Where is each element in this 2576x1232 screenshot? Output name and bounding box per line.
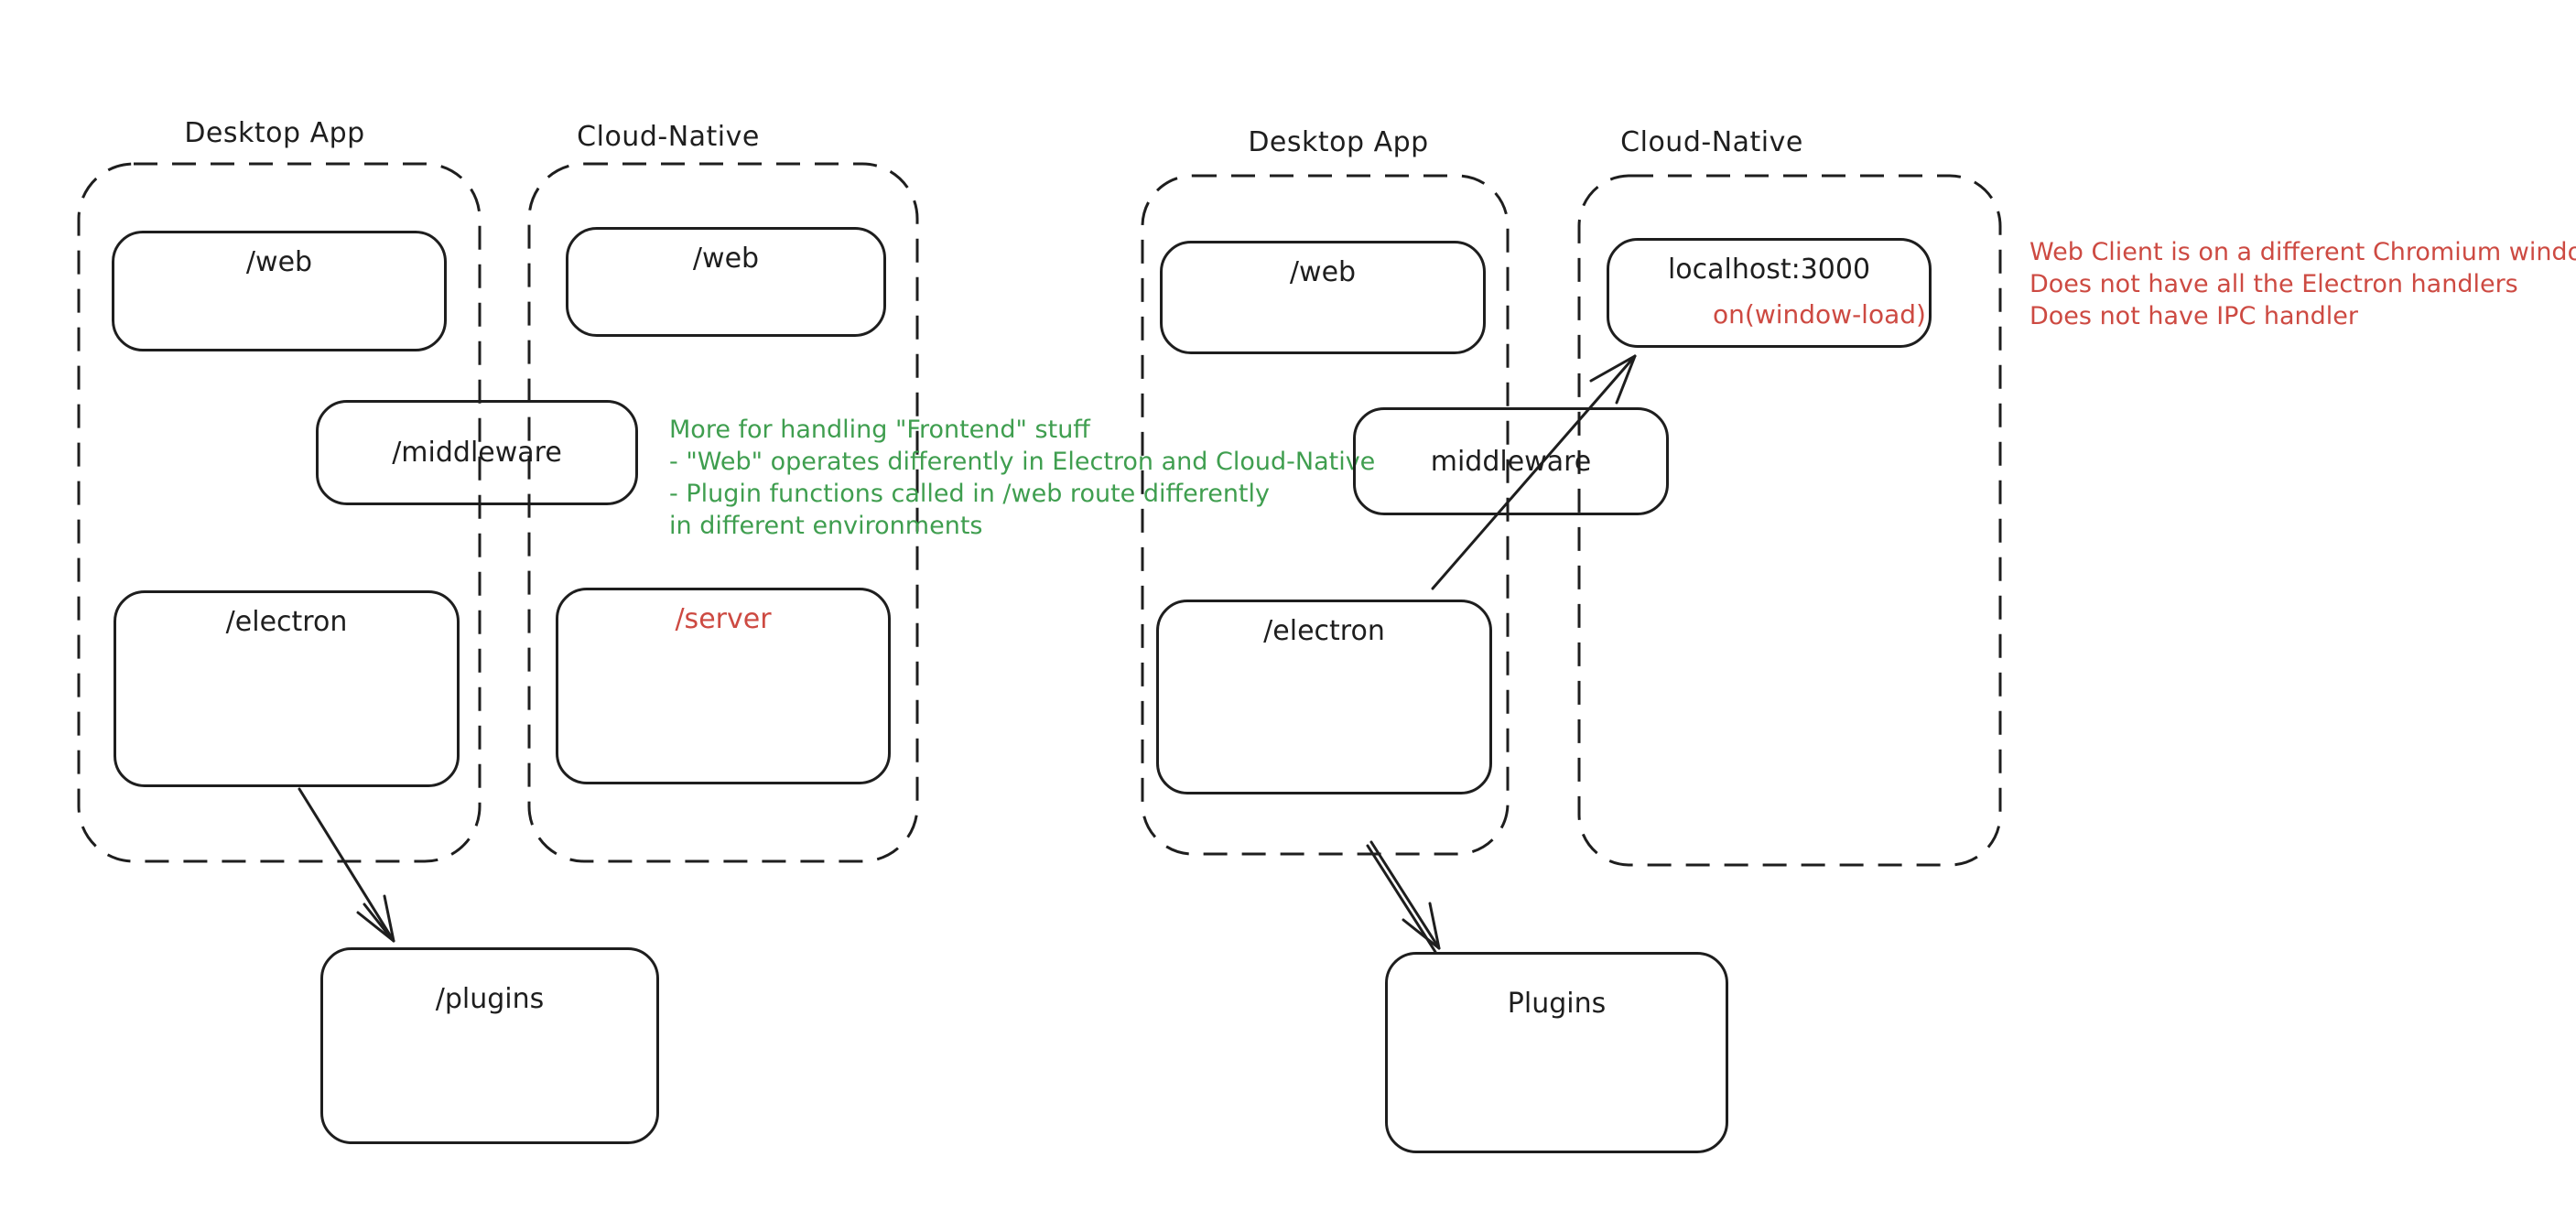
left-middleware-box[interactable]: /middleware: [316, 400, 638, 505]
right-desktop-app-label: Desktop App: [1248, 126, 1429, 158]
right-electron-to-plugins-arrow[interactable]: [1366, 840, 1441, 954]
right-electron-box[interactable]: /electron: [1156, 600, 1492, 794]
left-electron-box[interactable]: /electron: [114, 590, 460, 787]
left-cloud-native-label: Cloud-Native: [577, 121, 760, 153]
left-note-line: More for handling "Frontend" stuff: [669, 416, 1090, 444]
right-electron-label: /electron: [1263, 615, 1385, 647]
left-desktop-app-label: Desktop App: [184, 117, 365, 149]
left-web-label: /web: [245, 246, 313, 278]
right-plugins-box[interactable]: Plugins: [1385, 952, 1728, 1153]
right-web-box[interactable]: /web: [1160, 241, 1486, 354]
right-note-line: Web Client is on a different Chromium wi…: [2029, 238, 2576, 266]
right-plugins-label: Plugins: [1507, 988, 1607, 1020]
left-cloud-web-box[interactable]: /web: [566, 227, 886, 337]
right-middleware-box[interactable]: middleware: [1353, 407, 1669, 515]
right-localhost-box[interactable]: localhost:3000 on(window-load): [1607, 238, 1932, 348]
left-note-line: in different environments: [669, 512, 983, 540]
left-note-line: - Plugin functions called in /web route …: [669, 480, 1271, 508]
left-electron-to-plugins-arrow[interactable]: [298, 787, 395, 943]
left-server-box[interactable]: /server: [556, 588, 891, 784]
left-electron-label: /electron: [225, 606, 348, 638]
right-note-line: Does not have all the Electron handlers: [2029, 270, 2518, 298]
left-web-box[interactable]: /web: [112, 231, 447, 351]
right-note: Web Client is on a different Chromium wi…: [2029, 236, 2576, 332]
left-plugins-label: /plugins: [435, 983, 545, 1015]
right-note-line: Does not have IPC handler: [2029, 302, 2359, 330]
right-window-load-label: on(window-load): [1713, 299, 1926, 330]
left-cloud-web-label: /web: [692, 243, 760, 275]
right-web-label: /web: [1289, 256, 1357, 288]
left-middleware-label: /middleware: [392, 437, 562, 469]
left-note-line: - "Web" operates differently in Electron…: [669, 448, 1376, 476]
left-note: More for handling "Frontend" stuff - "We…: [669, 414, 1375, 542]
right-cloud-native-label: Cloud-Native: [1620, 126, 1803, 158]
right-localhost-label: localhost:3000: [1667, 254, 1871, 286]
left-server-label: /server: [675, 603, 772, 635]
right-middleware-label: middleware: [1430, 445, 1592, 478]
left-plugins-box[interactable]: /plugins: [320, 947, 659, 1144]
